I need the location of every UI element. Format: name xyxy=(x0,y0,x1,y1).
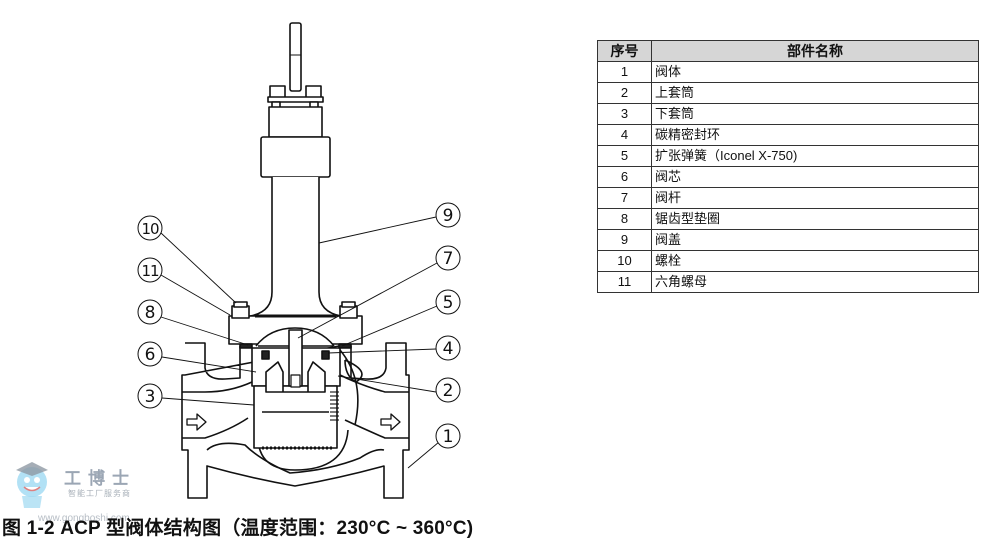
callout-circle xyxy=(435,335,461,361)
part-number: 1 xyxy=(597,61,652,83)
serrated-gasket-right xyxy=(338,343,352,349)
part-number: 10 xyxy=(597,250,652,272)
part-name: 阀芯 xyxy=(651,166,979,188)
part-name: 碳精密封环 xyxy=(651,124,979,146)
part-name: 阀杆 xyxy=(651,187,979,209)
callout-leader-lines xyxy=(160,216,440,469)
watermark-tagline: 智能工厂服务商 xyxy=(68,489,131,498)
part-number: 2 xyxy=(597,82,652,104)
part-number: 5 xyxy=(597,145,652,167)
callout-9: 9 xyxy=(435,202,461,228)
callout-number: 8 xyxy=(145,303,156,323)
callout-circle xyxy=(435,202,461,228)
lower-cage xyxy=(253,385,338,449)
valve-body-cross-section-diagram: 10 11 8 6 3 9 7 5 4 2 1 xyxy=(137,22,461,499)
callout-number: 11 xyxy=(141,262,159,280)
callout-11: 11 xyxy=(137,257,163,283)
callout-number: 6 xyxy=(145,345,156,365)
callout-4: 4 xyxy=(435,335,461,361)
carbon-seal-ring-left xyxy=(261,350,270,360)
callout-number: 10 xyxy=(141,220,159,238)
part-name: 六角螺母 xyxy=(651,271,979,293)
callout-markers: 10 11 8 6 3 9 7 5 4 2 1 xyxy=(137,202,461,449)
callout-circle xyxy=(435,245,461,271)
expansion-spring xyxy=(330,391,339,421)
callout-1: 1 xyxy=(435,423,461,449)
callout-number: 4 xyxy=(443,339,454,359)
callout-number: 1 xyxy=(443,427,454,447)
callout-circle xyxy=(435,289,461,315)
callout-circle xyxy=(137,383,163,409)
callout-2: 2 xyxy=(435,377,461,403)
part-name: 扩张弹簧（Iconel X-750) xyxy=(651,145,979,167)
callout-number: 2 xyxy=(443,381,454,401)
callout-number: 3 xyxy=(145,387,156,407)
inlet-flow-arrow xyxy=(186,413,207,431)
part-name: 螺栓 xyxy=(651,250,979,272)
callout-8: 8 xyxy=(137,299,163,325)
mascot-icon xyxy=(16,462,48,508)
part-name: 下套筒 xyxy=(651,103,979,125)
callout-5: 5 xyxy=(435,289,461,315)
callout-6: 6 xyxy=(137,341,163,367)
watermark-brand: 工博士 xyxy=(64,469,136,489)
header-part-name: 部件名称 xyxy=(651,40,979,62)
figure-caption: 图 1-2 ACP 型阀体结构图（温度范围：230°C ~ 360°C) xyxy=(2,518,474,539)
callout-circle xyxy=(137,299,163,325)
body-lower-bowl xyxy=(257,429,349,471)
part-number: 8 xyxy=(597,208,652,230)
header-number: 序号 xyxy=(597,40,652,62)
body-right-cavity xyxy=(339,349,359,426)
part-number: 7 xyxy=(597,187,652,209)
part-name: 上套筒 xyxy=(651,82,979,104)
part-number: 4 xyxy=(597,124,652,146)
bonnet-extension-band xyxy=(260,136,331,178)
callout-circle xyxy=(435,377,461,403)
carbon-seal-ring-right xyxy=(321,350,330,360)
part-number: 6 xyxy=(597,166,652,188)
part-number: 3 xyxy=(597,103,652,125)
callout-circle xyxy=(137,257,163,283)
plug-body xyxy=(265,361,326,393)
body-bottom-channel xyxy=(206,442,385,474)
part-name: 阀体 xyxy=(651,61,979,83)
callout-circle xyxy=(137,341,163,367)
part-name: 阀盖 xyxy=(651,229,979,251)
callout-10: 10 xyxy=(137,215,163,241)
outlet-flow-arrow xyxy=(380,413,401,431)
bonnet-neck xyxy=(249,177,342,317)
stem-rod xyxy=(289,22,302,92)
part-number: 11 xyxy=(597,271,652,293)
watermark-url: www.gongboshi.com xyxy=(38,513,130,524)
bonnet-collar xyxy=(268,106,323,138)
callout-7: 7 xyxy=(435,245,461,271)
watermark-logo: 工博士 智能工厂服务商 www.gongboshi.com xyxy=(8,458,158,524)
body-inner-passage-left xyxy=(182,381,253,439)
table-header-row: 序号 部件名称 xyxy=(597,40,979,62)
callout-number: 9 xyxy=(443,206,454,226)
callout-number: 5 xyxy=(443,293,454,313)
part-name: 锯齿型垫圈 xyxy=(651,208,979,230)
flange-bolts xyxy=(231,301,358,319)
callout-circle xyxy=(435,423,461,449)
callout-number: 7 xyxy=(443,249,454,269)
callout-circle xyxy=(137,215,163,241)
callout-3: 3 xyxy=(137,383,163,409)
part-number: 9 xyxy=(597,229,652,251)
